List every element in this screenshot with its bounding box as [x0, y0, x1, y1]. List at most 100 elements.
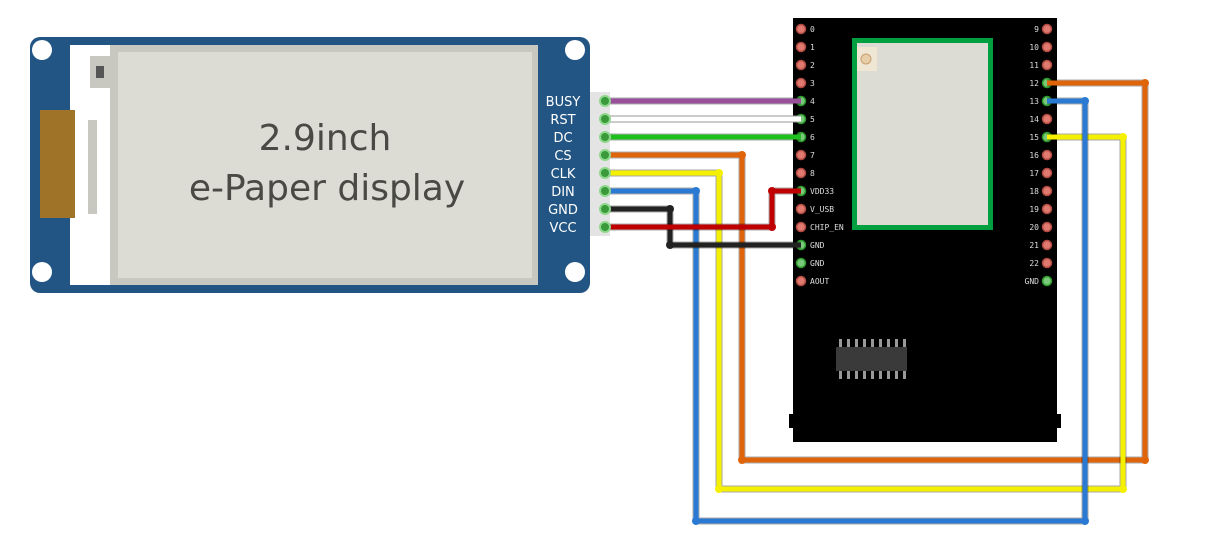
- ic-leg: [879, 339, 882, 347]
- mcu-pin-label: GND: [1025, 277, 1040, 286]
- display-pin-label: RST: [550, 113, 575, 128]
- mcu-pin[interactable]: [795, 257, 807, 269]
- antenna-connector-icon: [860, 53, 872, 65]
- ribbon-cable: [40, 110, 75, 218]
- mcu-pin[interactable]: [795, 77, 807, 89]
- mcu-pin[interactable]: [1041, 167, 1053, 179]
- mcu-edge: [789, 414, 1061, 428]
- mcu-pin-label: 16: [1029, 151, 1039, 160]
- ic-leg: [839, 339, 842, 347]
- wire-bend[interactable]: [715, 169, 723, 177]
- mcu-pin-label: VDD33: [810, 187, 834, 196]
- mcu-pin-label: 22: [1029, 259, 1039, 268]
- wire-bend[interactable]: [1141, 456, 1149, 464]
- mcu-pin-label: 5: [810, 115, 815, 124]
- display-pin-label: GND: [548, 203, 578, 218]
- ic-leg: [871, 339, 874, 347]
- wire-bend[interactable]: [666, 241, 674, 249]
- mcu-pin[interactable]: [795, 275, 807, 287]
- mcu-pin-label: 0: [810, 25, 815, 34]
- display-pin[interactable]: [599, 95, 611, 107]
- display-tab-mark: [96, 66, 104, 78]
- ic-leg: [839, 371, 842, 379]
- rf-shield: [857, 43, 988, 225]
- wire-bend[interactable]: [666, 205, 674, 213]
- wire-vcc[interactable]: [605, 188, 801, 230]
- display-pin[interactable]: [599, 185, 611, 197]
- mcu-pin[interactable]: [1041, 23, 1053, 35]
- mcu-pin-label: 3: [810, 79, 815, 88]
- mcu-pin-label: CHIP_EN: [810, 223, 844, 232]
- wire-bend[interactable]: [692, 187, 700, 195]
- mcu-pin-label: 1: [810, 43, 815, 52]
- pin-header: [590, 92, 610, 236]
- display-pin[interactable]: [599, 221, 611, 233]
- display-pin[interactable]: [599, 167, 611, 179]
- ic-leg: [903, 339, 906, 347]
- wire-din[interactable]: [605, 98, 1088, 524]
- mcu-pin-label: 21: [1029, 241, 1039, 250]
- mcu-pin[interactable]: [1041, 41, 1053, 53]
- wire-bend[interactable]: [768, 187, 776, 195]
- mcu-pin[interactable]: [1041, 185, 1053, 197]
- mcu-pin[interactable]: [1041, 113, 1053, 125]
- mount-hole: [32, 40, 52, 60]
- mcu-pin-label: 6: [810, 133, 815, 142]
- mcu-pin-label: 15: [1029, 133, 1039, 142]
- mcu-pin[interactable]: [795, 221, 807, 233]
- mcu-pin-label: AOUT: [810, 277, 829, 286]
- display-pin-label: BUSY: [546, 95, 581, 110]
- ic-chip: [836, 339, 907, 379]
- display-pin[interactable]: [599, 131, 611, 143]
- mcu-pin[interactable]: [795, 41, 807, 53]
- mcu-pin[interactable]: [1041, 203, 1053, 215]
- wire-cs[interactable]: [605, 80, 1148, 463]
- mcu-pin-label: 9: [1034, 25, 1039, 34]
- mcu-pin[interactable]: [795, 149, 807, 161]
- wire-bend[interactable]: [768, 223, 776, 231]
- ic-leg: [871, 371, 874, 379]
- mcu-pin[interactable]: [1041, 257, 1053, 269]
- ic-leg: [887, 371, 890, 379]
- wire-bend[interactable]: [1081, 97, 1089, 105]
- mcu-pin-label: 19: [1029, 205, 1039, 214]
- mcu-pin-label: 17: [1029, 169, 1039, 178]
- wire-bend[interactable]: [692, 517, 700, 525]
- ic-body: [836, 347, 907, 371]
- display-pin-label: DC: [553, 131, 572, 146]
- display-pin[interactable]: [599, 149, 611, 161]
- mcu-pin[interactable]: [795, 203, 807, 215]
- mcu-pin[interactable]: [1041, 275, 1053, 287]
- display-pin-label: VCC: [549, 221, 576, 236]
- ic-leg: [903, 371, 906, 379]
- display-pin-label: CS: [554, 149, 571, 164]
- wire-bend[interactable]: [1081, 517, 1089, 525]
- wire-bend[interactable]: [1141, 79, 1149, 87]
- display-pin[interactable]: [599, 113, 611, 125]
- mcu-pin[interactable]: [1041, 149, 1053, 161]
- mcu-pin-label: GND: [810, 259, 825, 268]
- mcu-pin-label: 7: [810, 151, 815, 160]
- mcu-pin-label: 12: [1029, 79, 1039, 88]
- wire-clk[interactable]: [605, 134, 1126, 492]
- wire-bend[interactable]: [738, 151, 746, 159]
- mount-hole: [32, 262, 52, 282]
- mcu-pin[interactable]: [1041, 221, 1053, 233]
- mcu-pin[interactable]: [795, 167, 807, 179]
- wire-bend[interactable]: [1119, 485, 1127, 493]
- mcu-pin[interactable]: [1041, 59, 1053, 71]
- wire-bend[interactable]: [738, 456, 746, 464]
- mcu-board: 012345678VDD33V_USBCHIP_ENGNDGNDAOUT9101…: [789, 18, 1061, 442]
- wire-bend[interactable]: [1119, 133, 1127, 141]
- mcu-pin-label: 4: [810, 97, 815, 106]
- mcu-pin-label: 2: [810, 61, 815, 70]
- display-screen: [118, 52, 532, 278]
- mcu-pin-label: V_USB: [810, 205, 834, 214]
- ic-leg: [887, 339, 890, 347]
- display-pin[interactable]: [599, 203, 611, 215]
- mcu-pin[interactable]: [795, 23, 807, 35]
- mcu-pin[interactable]: [1041, 239, 1053, 251]
- wire-bend[interactable]: [715, 485, 723, 493]
- mcu-pin[interactable]: [795, 59, 807, 71]
